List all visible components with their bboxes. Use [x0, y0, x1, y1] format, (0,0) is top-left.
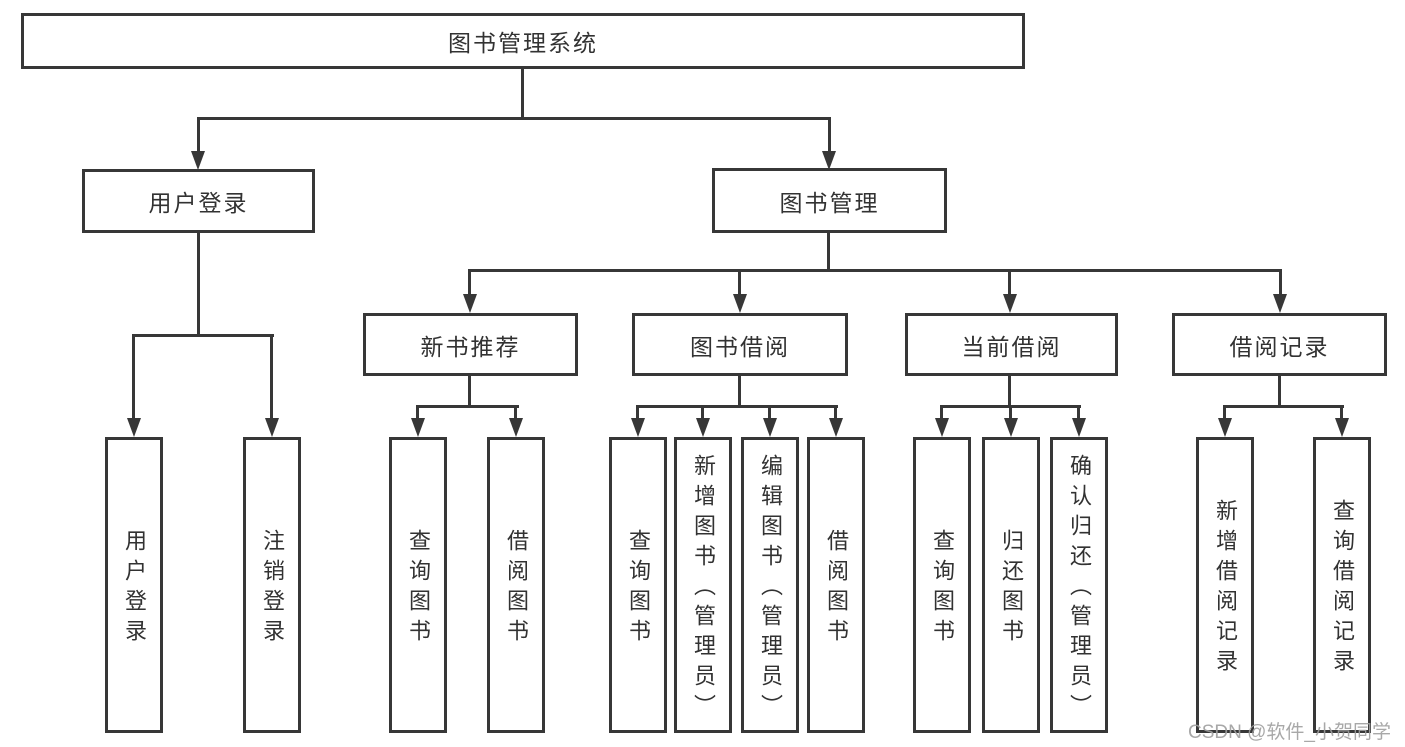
leaf-return-books: 归还图书 — [982, 437, 1040, 733]
csdn-watermark: CSDN @软件_小贺同学 — [1188, 722, 1391, 743]
arrowhead-icon — [1003, 294, 1017, 313]
leaf-query-books-recommend-label: 查询图书 — [406, 529, 431, 649]
leaf-query-books-recommend: 查询图书 — [389, 437, 447, 733]
connector-current-stem — [1008, 376, 1011, 408]
connector-records-stem — [1278, 376, 1281, 408]
node-user-login-label: 用户登录 — [148, 190, 249, 216]
node-borrow-records-label: 借阅记录 — [1229, 333, 1330, 360]
leaf-user-login-label: 用户登录 — [122, 529, 147, 649]
arrowhead-icon — [1335, 418, 1349, 437]
node-root-label: 图书管理系统 — [448, 30, 598, 56]
arrowhead-icon — [1273, 294, 1287, 313]
connector-records-arm-2 — [1340, 405, 1343, 420]
arrowhead-icon — [829, 418, 843, 437]
connector-borrowing-arm-2 — [701, 405, 704, 420]
connector-newbook-branch — [416, 405, 519, 408]
leaf-borrow-books-recommend: 借阅图书 — [487, 437, 545, 733]
leaf-confirm-return-admin-label: 确认归还（管理员） — [1067, 454, 1092, 724]
connector-borrowing-stem — [738, 376, 741, 408]
connector-root-arm-left — [197, 117, 200, 154]
leaf-borrow-books-recommend-label: 借阅图书 — [504, 529, 529, 649]
connector-current-arm-1 — [940, 405, 943, 420]
connector-current-arm-2 — [1009, 405, 1012, 420]
connector-newbook-arm-2 — [514, 405, 517, 420]
arrowhead-icon — [822, 151, 836, 170]
arrowhead-icon — [935, 418, 949, 437]
node-current-borrowing: 当前借阅 — [905, 313, 1118, 376]
connector-bookmgmt-arm-1 — [468, 269, 471, 296]
connector-root-stem — [521, 68, 524, 119]
connector-bookmgmt-branch — [468, 269, 1282, 272]
node-book-management: 图书管理 — [712, 168, 947, 233]
leaf-query-borrow-record-label: 查询借阅记录 — [1330, 499, 1355, 679]
node-root: 图书管理系统 — [21, 13, 1025, 69]
connector-newbook-stem — [468, 376, 471, 408]
leaf-add-borrow-record: 新增借阅记录 — [1196, 437, 1254, 733]
connector-borrowing-branch — [636, 405, 838, 408]
leaf-borrow-books: 借阅图书 — [807, 437, 865, 733]
leaf-add-books-admin-label: 新增图书（管理员） — [691, 454, 716, 724]
connector-borrowing-arm-4 — [834, 405, 837, 420]
connector-newbook-arm-1 — [416, 405, 419, 420]
arrowhead-icon — [463, 294, 477, 313]
connector-bookmgmt-arm-3 — [1008, 269, 1011, 296]
arrowhead-icon — [411, 418, 425, 437]
node-new-book-recommend-label: 新书推荐 — [420, 333, 521, 360]
arrowhead-icon — [696, 418, 710, 437]
leaf-logout: 注销登录 — [243, 437, 301, 733]
leaf-return-books-label: 归还图书 — [999, 529, 1024, 649]
arrowhead-icon — [509, 418, 523, 437]
arrowhead-icon — [1072, 418, 1086, 437]
node-new-book-recommend: 新书推荐 — [363, 313, 578, 376]
node-borrow-records: 借阅记录 — [1172, 313, 1387, 376]
leaf-edit-books-admin: 编辑图书（管理员） — [741, 437, 799, 733]
arrowhead-icon — [631, 418, 645, 437]
connector-borrowing-arm-3 — [768, 405, 771, 420]
leaf-logout-label: 注销登录 — [260, 529, 285, 649]
node-book-management-label: 图书管理 — [779, 189, 880, 216]
arrowhead-icon — [1004, 418, 1018, 437]
node-book-borrowing-label: 图书借阅 — [690, 333, 790, 360]
connector-current-arm-3 — [1077, 405, 1080, 420]
leaf-borrow-books-label: 借阅图书 — [824, 529, 849, 649]
connector-userlogin-stem — [197, 233, 200, 337]
arrowhead-icon — [763, 418, 777, 437]
connector-bookmgmt-arm-4 — [1279, 269, 1282, 296]
node-user-login: 用户登录 — [82, 169, 315, 233]
connector-bookmgmt-arm-2 — [738, 269, 741, 296]
leaf-query-books-current-label: 查询图书 — [930, 529, 955, 649]
node-current-borrowing-label: 当前借阅 — [961, 333, 1062, 360]
leaf-query-books-current: 查询图书 — [913, 437, 971, 733]
connector-records-branch — [1223, 405, 1344, 408]
connector-userlogin-branch — [132, 334, 274, 337]
arrowhead-icon — [1218, 418, 1232, 437]
connector-borrowing-arm-1 — [636, 405, 639, 420]
leaf-user-login: 用户登录 — [105, 437, 163, 733]
leaf-query-books-borrowing: 查询图书 — [609, 437, 667, 733]
connector-bookmgmt-stem — [827, 233, 830, 272]
connector-root-arm-right — [828, 117, 831, 154]
leaf-query-books-borrowing-label: 查询图书 — [626, 529, 651, 649]
connector-userlogin-arm-left — [132, 334, 135, 420]
connector-records-arm-1 — [1223, 405, 1226, 420]
leaf-confirm-return-admin: 确认归还（管理员） — [1050, 437, 1108, 733]
arrowhead-icon — [127, 418, 141, 437]
arrowhead-icon — [733, 294, 747, 313]
leaf-add-borrow-record-label: 新增借阅记录 — [1213, 499, 1238, 679]
arrowhead-icon — [265, 418, 279, 437]
leaf-edit-books-admin-label: 编辑图书（管理员） — [758, 454, 783, 724]
leaf-add-books-admin: 新增图书（管理员） — [674, 437, 732, 733]
leaf-query-borrow-record: 查询借阅记录 — [1313, 437, 1371, 733]
connector-userlogin-arm-right — [270, 334, 273, 420]
arrowhead-icon — [191, 151, 205, 170]
node-book-borrowing: 图书借阅 — [632, 313, 848, 376]
connector-root-branch — [197, 117, 831, 120]
